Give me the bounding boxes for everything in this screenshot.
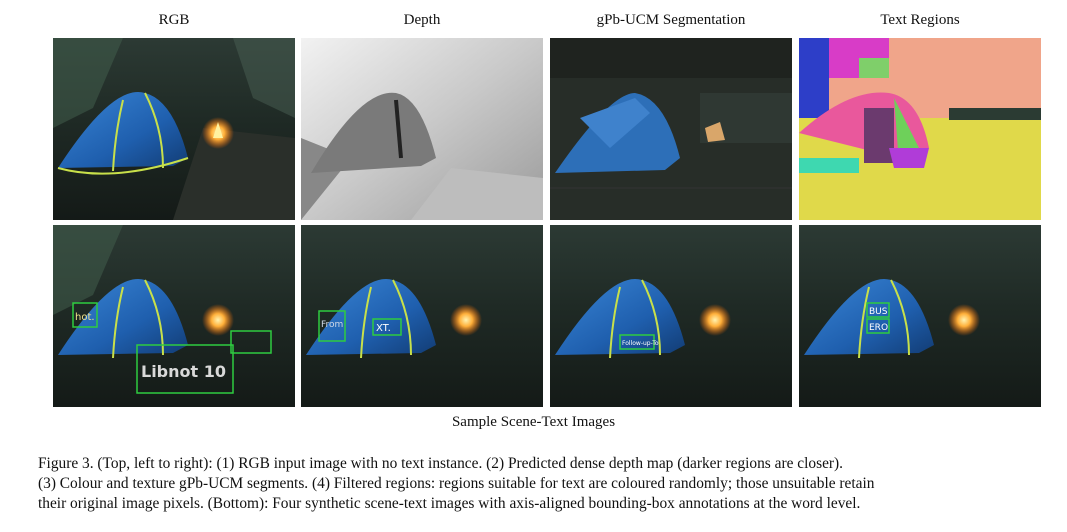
synthetic-word-hot: hot. xyxy=(75,312,95,323)
synthetic-word-ero: ERO xyxy=(869,323,888,333)
synthetic-word-from: From xyxy=(321,320,343,330)
column-title-depth: Depth xyxy=(403,12,441,28)
synthetic-image-2: From XT. xyxy=(301,225,543,407)
synthetic-word-follow-up: Follow-up-To xyxy=(622,340,659,347)
caption-line-2: (3) Colour and texture gPb-UCM segments.… xyxy=(38,475,875,492)
subcaption: Sample Scene-Text Images xyxy=(451,414,616,430)
column-title-gpb: gPb-UCM Segmentation xyxy=(596,12,746,28)
caption-line-3: their original image pixels. (Bottom): F… xyxy=(38,495,861,512)
synthetic-word-libnot: Libnot 10 xyxy=(141,362,226,381)
gpb-ucm-segmentation-image xyxy=(550,38,792,220)
figure-caption: Figure 3. (Top, left to right): (1) RGB … xyxy=(38,454,1030,514)
column-title-text-regions: Text Regions xyxy=(880,12,960,28)
text-regions-image xyxy=(799,38,1041,220)
rgb-input-image xyxy=(53,38,295,220)
caption-line-1: Figure 3. (Top, left to right): (1) RGB … xyxy=(38,455,843,472)
column-title-rgb: RGB xyxy=(158,12,190,28)
depth-map-image xyxy=(301,38,543,220)
synthetic-image-1: hot. Libnot 10 xyxy=(53,225,295,407)
synthetic-word-bus: BUS xyxy=(869,307,888,317)
synthetic-word-xt: XT. xyxy=(376,323,391,334)
synthetic-image-3: Follow-up-To xyxy=(550,225,792,407)
synthetic-image-4: BUS ERO xyxy=(799,225,1041,407)
